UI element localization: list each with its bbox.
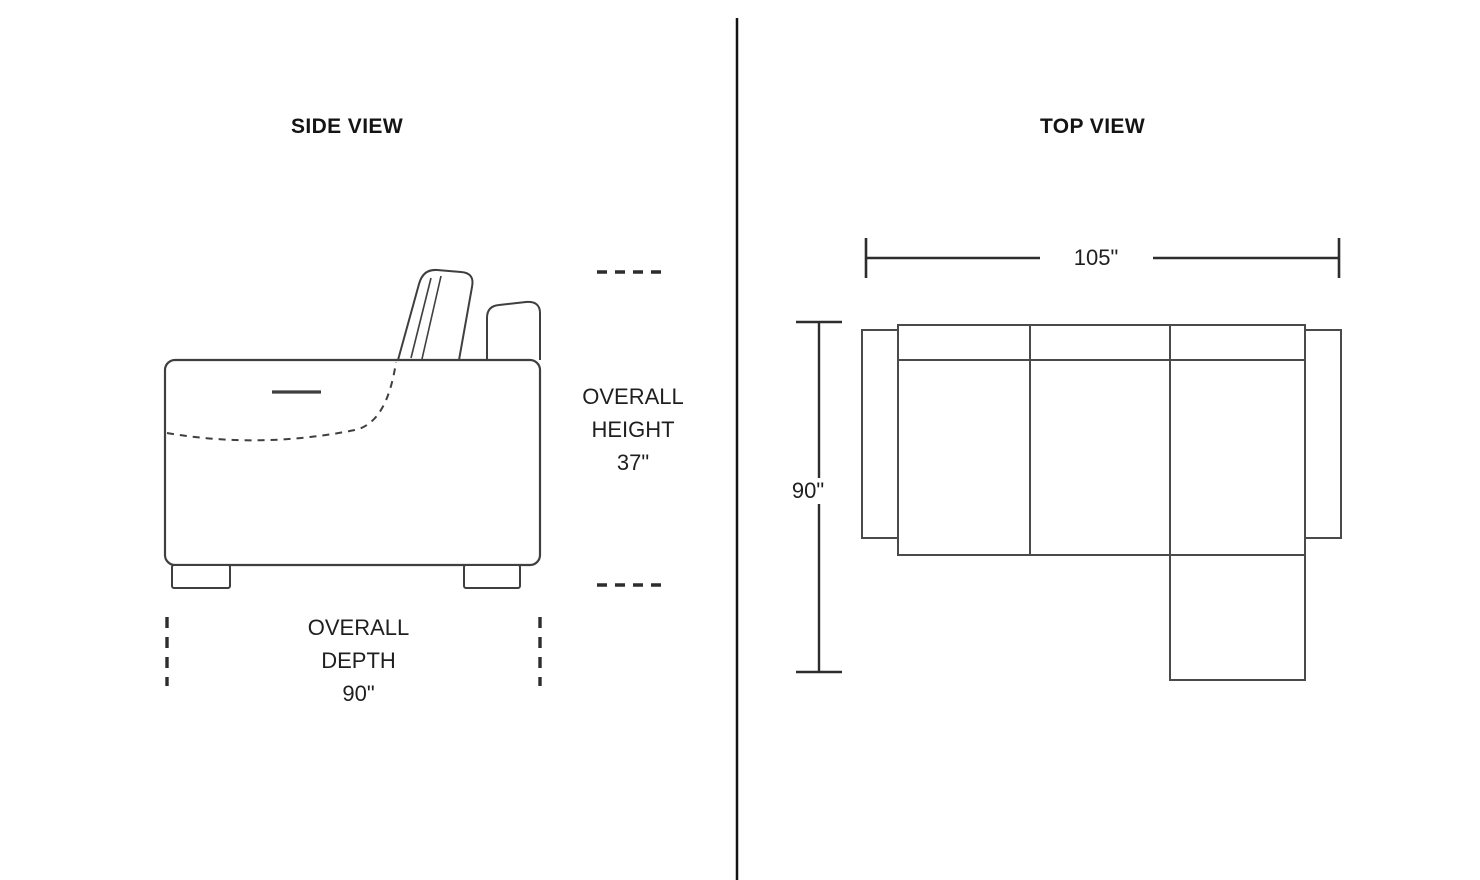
overall-depth-label: OVERALL DEPTH 90" — [256, 611, 461, 710]
backrest-cushion-seam-1 — [410, 277, 432, 359]
sofa-body — [163, 358, 542, 567]
overall-depth-line2: DEPTH — [321, 648, 396, 673]
sofa-top-outline — [897, 324, 1306, 556]
overall-height-line2: HEIGHT — [591, 417, 675, 442]
depth-dimension-value: 90" — [779, 478, 837, 504]
width-dimension-value: 105" — [1073, 245, 1119, 270]
sofa-foot-left — [171, 564, 231, 589]
armrest-left — [861, 329, 901, 539]
side-view-drawing — [163, 268, 661, 686]
overall-depth-line1: OVERALL — [307, 615, 410, 640]
sofa-back-frame — [486, 300, 541, 360]
overall-depth-value: 90" — [342, 681, 375, 706]
overall-height-value: 37" — [616, 450, 650, 475]
chaise-extension — [1169, 554, 1306, 681]
side-view-title: SIDE VIEW — [290, 115, 404, 138]
top-view-drawing — [861, 324, 1342, 681]
top-view-title: TOP VIEW — [1039, 115, 1146, 138]
overall-height-label: OVERALL HEIGHT 37" — [553, 380, 713, 479]
armrest-right — [1302, 329, 1342, 539]
overall-height-line1: OVERALL — [582, 384, 684, 409]
backrest-cushion — [396, 268, 474, 361]
backrest-cushion-seam-2 — [421, 275, 442, 360]
sofa-foot-right — [463, 564, 521, 589]
seam-dashed-line — [166, 361, 397, 442]
